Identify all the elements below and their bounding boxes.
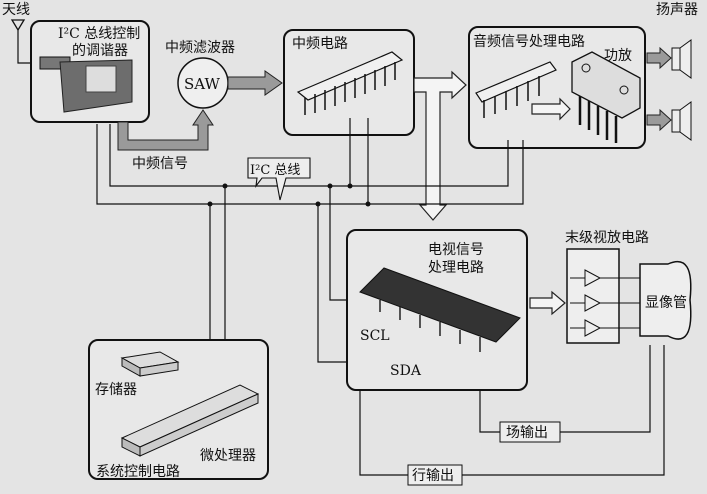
speaker-icon-2	[671, 101, 692, 141]
audio-chip-icon	[475, 61, 557, 118]
saw-title: 中频滤波器	[165, 40, 235, 56]
speaker-icon-1	[671, 39, 692, 79]
mcu-chip-icon	[120, 384, 260, 457]
memory-chip-icon	[120, 351, 180, 377]
line-output-box	[407, 464, 463, 486]
tv-chip-icon	[359, 267, 521, 352]
tv-signal-label-2: 处理电路	[428, 260, 484, 276]
i2c-bus-callout	[247, 157, 311, 201]
final-video-box	[566, 248, 620, 344]
if-output-arrows	[413, 70, 467, 221]
tuner-label-2: 的调谐器	[72, 43, 128, 59]
field-output-box	[499, 421, 561, 443]
speaker-arrow-2	[646, 108, 672, 132]
tuner-module-icon	[39, 56, 133, 113]
crt-icon	[639, 260, 692, 340]
saw-label: SAW	[184, 75, 221, 93]
scl-label: SCL	[360, 328, 390, 344]
power-amp-icon	[571, 51, 641, 143]
line-output-label: 行输出	[412, 468, 454, 484]
crt-label: 显像管	[645, 295, 687, 311]
tv-signal-label-1: 电视信号	[428, 242, 484, 258]
speaker-arrow-1	[646, 46, 672, 70]
amplifier-icons	[570, 269, 640, 337]
system-control-label: 系统控制电路	[96, 464, 180, 480]
power-amp-label: 功放	[604, 48, 632, 64]
deflection-wires	[359, 345, 665, 476]
audio-circuit-label: 音频信号处理电路	[473, 33, 585, 50]
speaker-label: 扬声器	[656, 2, 698, 18]
i2c-bus-label: I²C 总线	[250, 163, 300, 178]
if-signal-arrow	[117, 109, 214, 151]
audio-to-amp-arrow	[531, 97, 571, 121]
antenna-label: 天线	[2, 2, 30, 18]
sda-label: SDA	[390, 363, 422, 379]
if-circuit-label: 中频电路	[292, 36, 348, 52]
tv-to-video-arrow	[529, 290, 566, 316]
if-signal-label: 中频信号	[132, 156, 188, 172]
mcu-label: 微处理器	[200, 448, 256, 464]
tuner-label-1: I²C 总线控制	[58, 26, 140, 42]
saw-to-if-arrow	[227, 70, 283, 96]
field-output-label: 场输出	[506, 425, 548, 441]
final-video-label: 末级视放电路	[565, 230, 649, 246]
memory-label: 存储器	[95, 382, 137, 398]
if-chip-icon	[296, 51, 404, 115]
